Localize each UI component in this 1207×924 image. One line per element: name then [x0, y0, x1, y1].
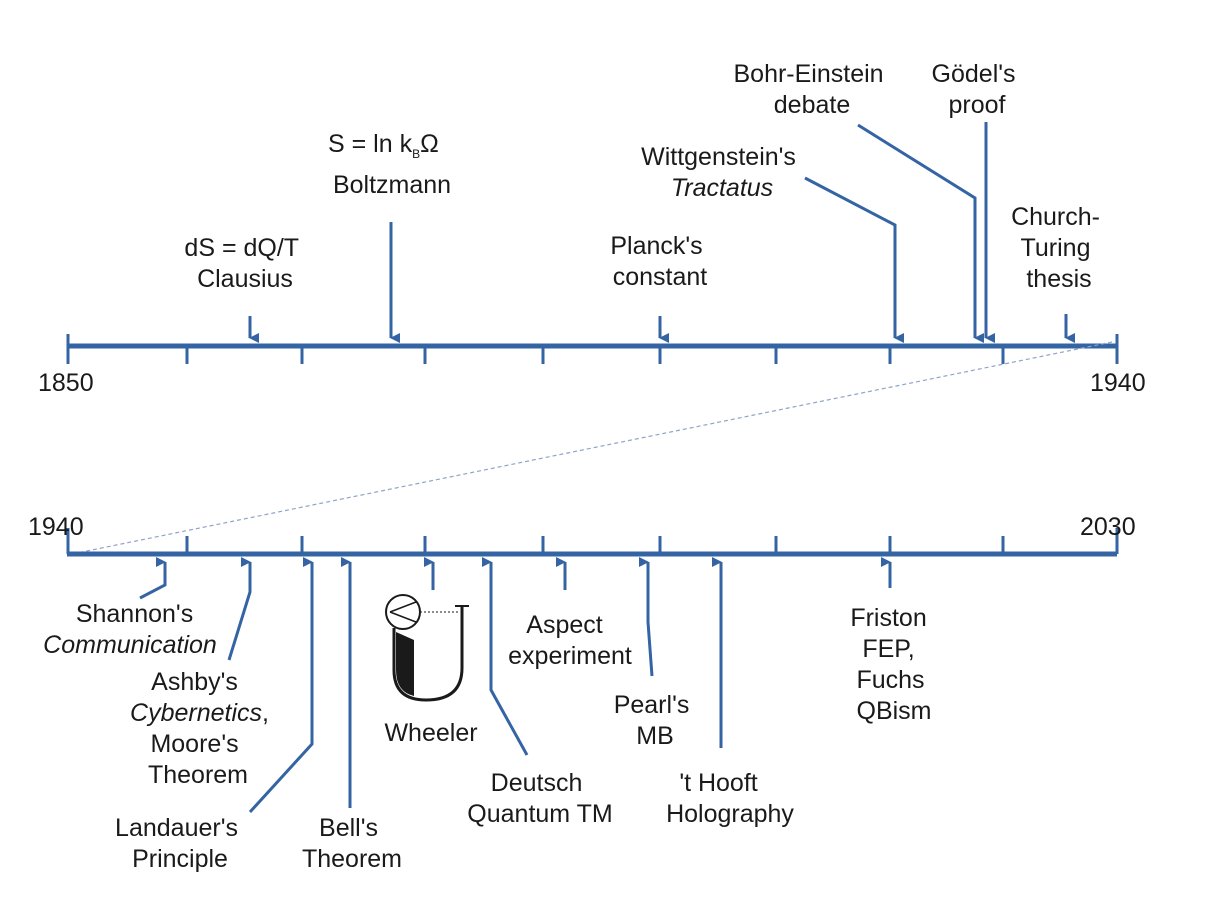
timeline-top-start-year: 1850: [38, 369, 94, 397]
event-clausius: dS = dQ/T Clausius: [184, 234, 305, 343]
timeline-bottom-end-year: 2030: [1080, 513, 1136, 541]
event-pearl: Pearl's MB: [614, 557, 697, 750]
event-clausius-label: dS = dQ/T Clausius: [184, 234, 305, 293]
event-godel-label: Gödel's proof: [932, 60, 1023, 119]
event-planck: Planck's constant: [610, 232, 709, 343]
event-boltzmann-name: Boltzmann: [333, 171, 451, 199]
event-wittgenstein-label: Wittgenstein's Tractatus: [641, 143, 803, 202]
event-landauer: Landauer's Principle: [115, 557, 314, 873]
event-church-turing-label: Church- Turing thesis: [1011, 203, 1107, 293]
zoom-connector-line: [81, 341, 1113, 553]
event-wittgenstein-arrow: [804, 176, 904, 343]
timeline-top-end-year: 1940: [1090, 369, 1146, 397]
timeline-bottom: 1940 2030: [28, 513, 1136, 557]
event-wheeler: Wheeler: [384, 557, 478, 747]
event-boltzmann-formula: S = ln kBΩ: [328, 130, 439, 161]
event-godel: Gödel's proof: [932, 60, 1023, 343]
event-planck-label: Planck's constant: [610, 232, 709, 291]
event-friston-label: Friston FEP, Fuchs QBism: [850, 604, 933, 725]
event-ashby-arrow: [227, 557, 252, 661]
event-shannon-arrow: [139, 557, 167, 600]
event-thooft: 't Hooft Holography: [666, 557, 794, 828]
event-bohr-einstein-arrow: [857, 123, 984, 343]
timeline-top: 1850 1940: [38, 334, 1146, 397]
event-landauer-arrow: [248, 557, 314, 814]
timeline-bottom-ticks: [66, 528, 1119, 554]
event-bell: Bell's Theorem: [302, 557, 402, 873]
event-church-turing: Church- Turing thesis: [1011, 203, 1107, 343]
timeline-bottom-start-year: 1940: [28, 513, 84, 541]
event-shannon: Shannon's Communication: [43, 557, 217, 659]
event-wheeler-label: Wheeler: [384, 719, 477, 747]
event-wittgenstein: Wittgenstein's Tractatus: [641, 143, 904, 343]
event-deutsch-label: Deutsch Quantum TM: [467, 769, 612, 828]
wheeler-u-eye-drawing: [385, 594, 469, 702]
event-bell-label: Bell's Theorem: [302, 814, 402, 873]
timeline-top-ticks: [66, 334, 1119, 364]
event-aspect: Aspect experiment: [508, 557, 632, 670]
event-pearl-arrow: [639, 557, 654, 677]
event-bohr-einstein: Bohr-Einstein debate: [733, 60, 984, 343]
event-pearl-label: Pearl's MB: [614, 691, 697, 750]
event-ashby: Ashby's Cybernetics, Moore's Theorem: [130, 557, 276, 789]
event-friston: Friston FEP, Fuchs QBism: [850, 557, 933, 725]
event-bohr-einstein-label: Bohr-Einstein debate: [733, 60, 890, 119]
event-ashby-label: Ashby's Cybernetics, Moore's Theorem: [130, 668, 276, 789]
event-boltzmann: S = ln kBΩ Boltzmann: [328, 130, 451, 343]
event-thooft-label: 't Hooft Holography: [666, 769, 794, 828]
event-aspect-label: Aspect experiment: [508, 611, 632, 670]
event-shannon-label: Shannon's Communication: [43, 600, 217, 659]
event-deutsch: Deutsch Quantum TM: [467, 557, 613, 828]
event-deutsch-arrow: [482, 557, 529, 756]
event-landauer-label: Landauer's Principle: [115, 814, 245, 873]
